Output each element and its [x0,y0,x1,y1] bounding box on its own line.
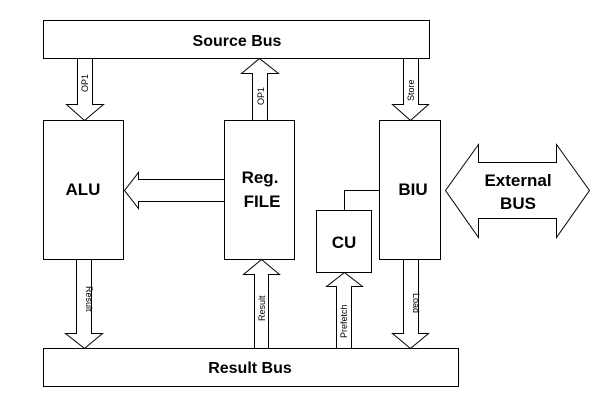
regfile-to-alu-arrow [123,171,225,210]
regfile-result-arrow [242,258,281,349]
register-file-label-line1: Reg. [242,168,279,187]
cu-label: CU [332,233,357,252]
source-bus: Source Bus [43,20,430,59]
load-label: Load [411,293,421,313]
store-to-biu-arrow [391,58,430,122]
op1-from-regfile-arrow [240,57,280,121]
op1-to-alu-arrow [65,58,105,122]
register-file-block: Reg. FILE [224,120,295,260]
prefetch-arrow [325,271,364,349]
prefetch-label: Prefetch [339,304,349,338]
biu-label: BIU [398,180,427,199]
alu-op1-label: OP1 [80,74,90,92]
external-bus-arrow [444,142,591,240]
result-bus-label: Result Bus [208,360,292,377]
alu-result-label: Result [84,286,94,312]
regfile-result-label: Result [257,295,267,321]
register-file-label-line2: FILE [244,192,281,211]
cu-biu-connector [344,190,380,211]
cu-block: CU [316,210,372,273]
alu-block: ALU [43,120,124,260]
alu-label: ALU [66,180,101,199]
external-bus-label-line1: External [484,171,551,190]
external-bus-label-line2: BUS [500,194,536,213]
load-arrow [391,259,430,350]
regfile-op1-label: OP1 [256,87,266,105]
biu-block: BIU [379,120,441,260]
store-label: Store [406,79,416,101]
result-bus: Result Bus [43,348,459,387]
alu-result-arrow [64,259,104,350]
source-bus-label: Source Bus [193,33,282,50]
